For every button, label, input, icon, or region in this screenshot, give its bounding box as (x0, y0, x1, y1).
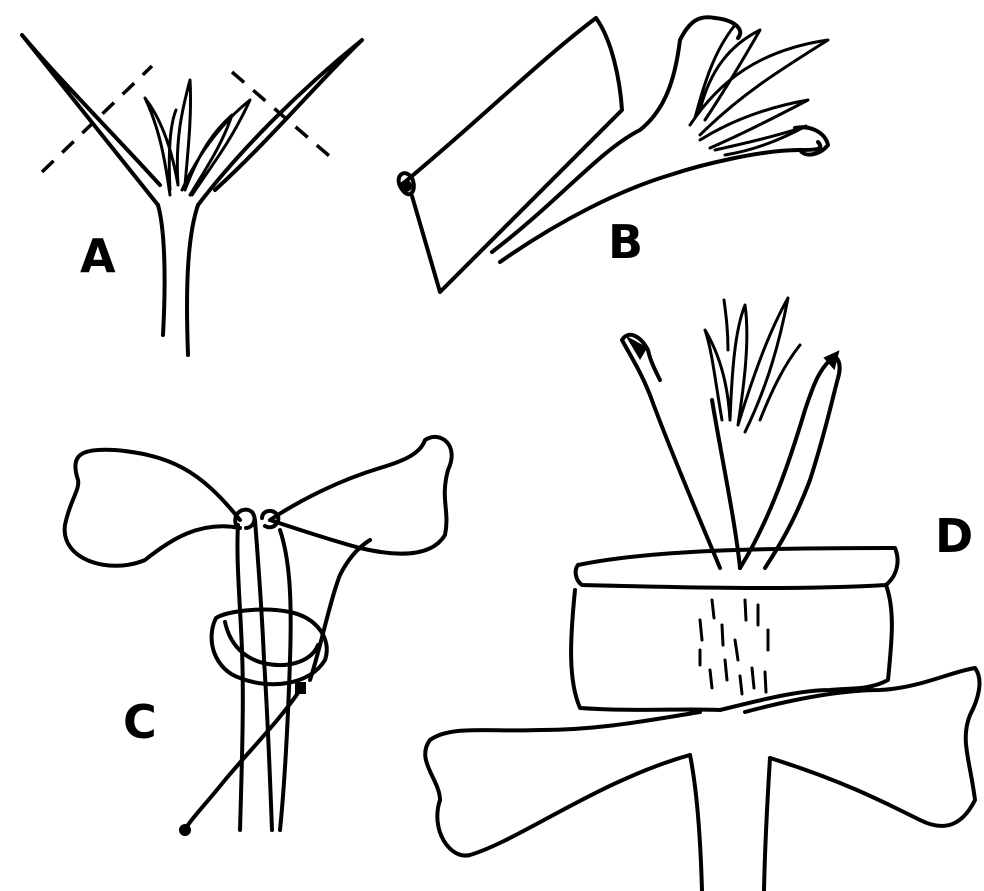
panel-d-right-stalk (740, 358, 840, 568)
panel-d-label: D (935, 509, 973, 563)
panel-a-label: A (80, 229, 116, 283)
panel-c-string-end (180, 825, 190, 835)
panel-c-scion (237, 520, 272, 830)
panel-c-tie-loop (212, 610, 327, 685)
panel-c-knot (296, 683, 305, 693)
panel-a-shoot (145, 80, 250, 195)
panel-c: C (65, 437, 452, 835)
panel-d-wrap (571, 548, 897, 710)
panel-d-rootstock-cotyledons (425, 668, 979, 856)
panel-c-rootstock (280, 530, 291, 830)
panel-d-rootstock-stem (690, 755, 770, 891)
panel-d: D (425, 298, 979, 891)
panel-b-label: B (608, 215, 643, 269)
panel-d-shoot-leaves (705, 298, 800, 432)
panel-c-label: C (123, 695, 157, 749)
panel-d-vascular-marks (700, 600, 768, 694)
panel-b-roll-end (401, 181, 411, 191)
panel-b-sheet (400, 18, 622, 292)
panel-a-stem (158, 205, 198, 355)
panel-a: A (22, 35, 362, 355)
panel-b-leaves (690, 25, 828, 155)
panel-a-left-cotyledon (22, 35, 160, 205)
panel-b: B (399, 17, 828, 292)
